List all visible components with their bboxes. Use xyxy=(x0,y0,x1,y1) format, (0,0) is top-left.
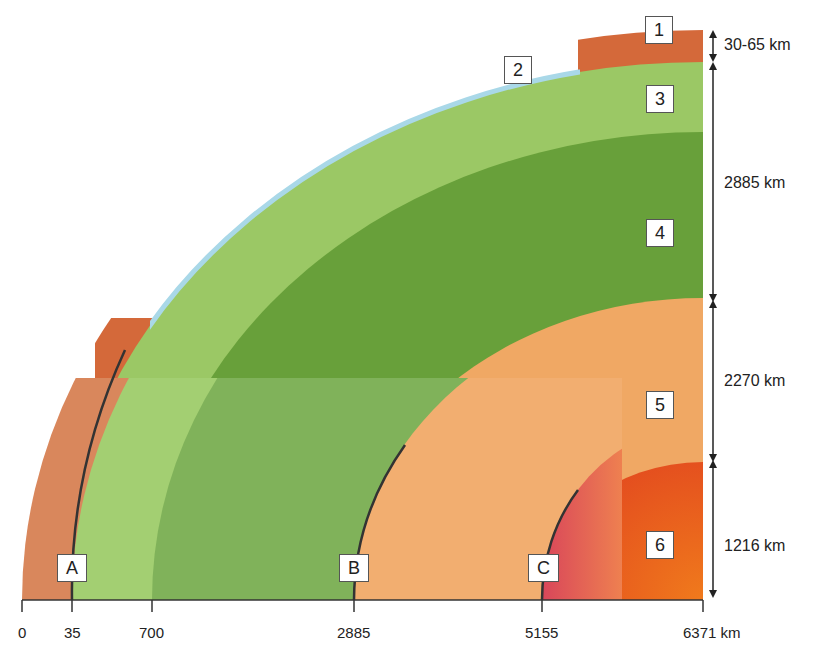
dimension-label: 2885 km xyxy=(724,173,785,193)
callout-number: 2 xyxy=(504,56,532,84)
axis-tick-label: 2885 xyxy=(337,624,370,642)
axis-tick-label: 35 xyxy=(64,624,81,642)
callout-number: 5 xyxy=(646,391,674,419)
callout-number: 3 xyxy=(646,85,674,113)
callout-number: 6 xyxy=(646,531,674,559)
callout-number: C xyxy=(528,554,559,582)
dimension-label: 1216 km xyxy=(724,536,785,556)
callout-number: 4 xyxy=(646,219,674,247)
dimension-label: 30-65 km xyxy=(724,35,791,55)
dimension-label: 2270 km xyxy=(724,371,785,391)
callout-number: A xyxy=(57,554,87,582)
axis-tick-label: 5155 xyxy=(525,624,558,642)
axis-tick-label: 0 xyxy=(18,624,26,642)
axis-tick-label: 6371 km xyxy=(683,624,741,642)
callout-number: B xyxy=(339,554,369,582)
callout-number: 1 xyxy=(645,16,673,44)
axis-tick-label: 700 xyxy=(139,624,164,642)
